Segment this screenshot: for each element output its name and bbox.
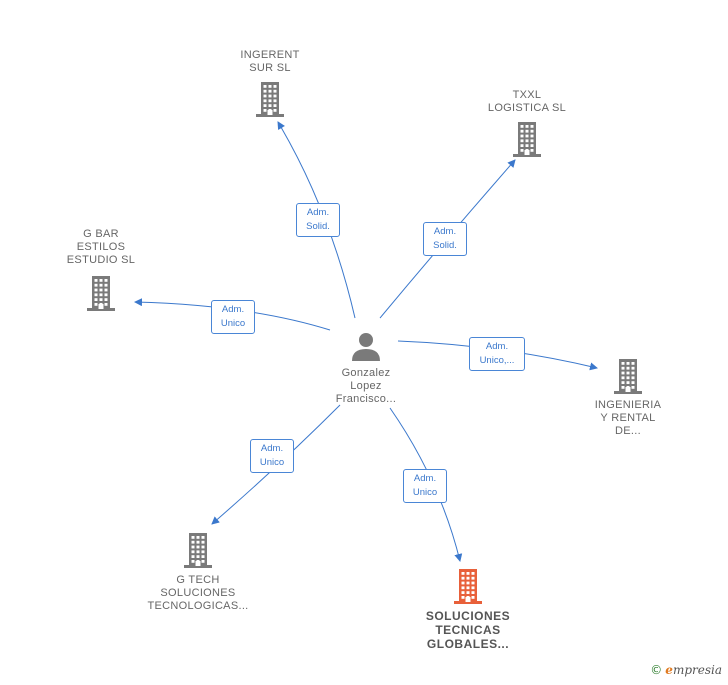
empresia-watermark: ©empresia — [650, 663, 722, 677]
building-icon — [454, 569, 482, 604]
building-icon — [184, 533, 212, 568]
company-label: TXXL LOGISTICA SL — [487, 89, 567, 114]
building-icon — [513, 122, 541, 157]
company-node-ingenieria[interactable]: INGENIERIA Y RENTAL DE... — [578, 358, 678, 438]
person-icon — [352, 333, 380, 361]
edge-label-soluciones[interactable]: Adm. Unico — [403, 469, 447, 503]
company-label: G TECH SOLUCIONES TECNOLOGICAS... — [147, 574, 249, 612]
edge-label-ingerent[interactable]: Adm. Solid. — [296, 203, 340, 237]
company-label: SOLUCIONES TECNICAS GLOBALES... — [425, 609, 511, 651]
person-label: Gonzalez Lopez Francisco... — [335, 367, 397, 405]
brand-logo: empresia — [665, 663, 722, 677]
company-node-soluciones[interactable]: SOLUCIONES TECNICAS GLOBALES... — [413, 568, 523, 651]
company-node-gtech[interactable]: G TECH SOLUCIONES TECNOLOGICAS... — [138, 532, 258, 613]
edge-label-gtech[interactable]: Adm. Unico — [250, 439, 294, 473]
edge-label-txxl[interactable]: Adm. Solid. — [423, 222, 467, 256]
building-icon — [256, 82, 284, 117]
copyright-symbol: © — [650, 663, 663, 677]
company-label: INGENIERIA Y RENTAL DE... — [594, 399, 662, 437]
company-node-txxl[interactable]: TXXL LOGISTICA SL — [477, 89, 577, 157]
person-node[interactable]: Gonzalez Lopez Francisco... — [316, 330, 416, 406]
company-label: G BAR ESTILOS ESTUDIO SL — [66, 228, 136, 266]
building-icon — [614, 359, 642, 394]
company-label: INGERENT SUR SL — [240, 49, 300, 74]
edge-label-gbar[interactable]: Adm. Unico — [211, 300, 255, 334]
company-node-ingerent[interactable]: INGERENT SUR SL — [220, 49, 320, 117]
building-icon — [87, 276, 115, 311]
company-node-gbar[interactable]: G BAR ESTILOS ESTUDIO SL — [51, 228, 151, 311]
edge-label-ingenieria[interactable]: Adm. Unico,... — [469, 337, 525, 371]
